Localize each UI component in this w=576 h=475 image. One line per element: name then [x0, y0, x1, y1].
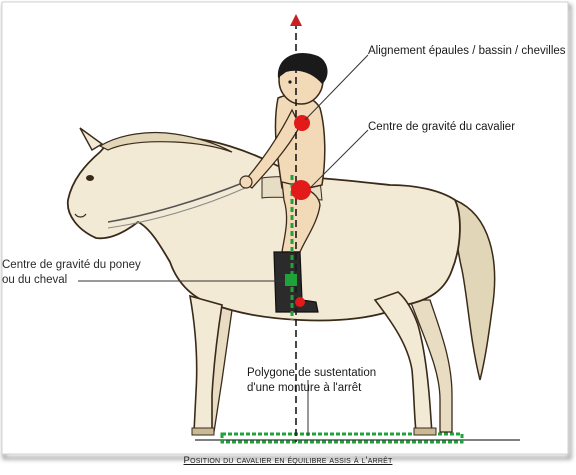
rider-cog-marker — [291, 180, 311, 200]
label-pony-cog-line1: Centre de gravité du poney — [2, 258, 141, 272]
label-polygon-line1: Polygone de sustentation — [247, 366, 376, 380]
rider-eye — [288, 80, 291, 83]
label-pony-cog-line2: ou du cheval — [2, 273, 67, 287]
label-alignment: Alignement épaules / bassin / chevilles — [368, 44, 566, 58]
horse-cog-marker — [285, 274, 297, 286]
label-rider-cog: Centre de gravité du cavalier — [368, 120, 515, 134]
ankle-marker — [295, 297, 305, 307]
rider-hand — [240, 176, 252, 188]
caption: Position du cavalier en équilibre assis … — [0, 455, 576, 466]
hoof-front — [192, 428, 214, 435]
label-polygon-line2: d'une monture à l'arrêt — [247, 381, 361, 395]
horse-eye — [86, 175, 94, 181]
hoof-hind — [414, 428, 436, 435]
